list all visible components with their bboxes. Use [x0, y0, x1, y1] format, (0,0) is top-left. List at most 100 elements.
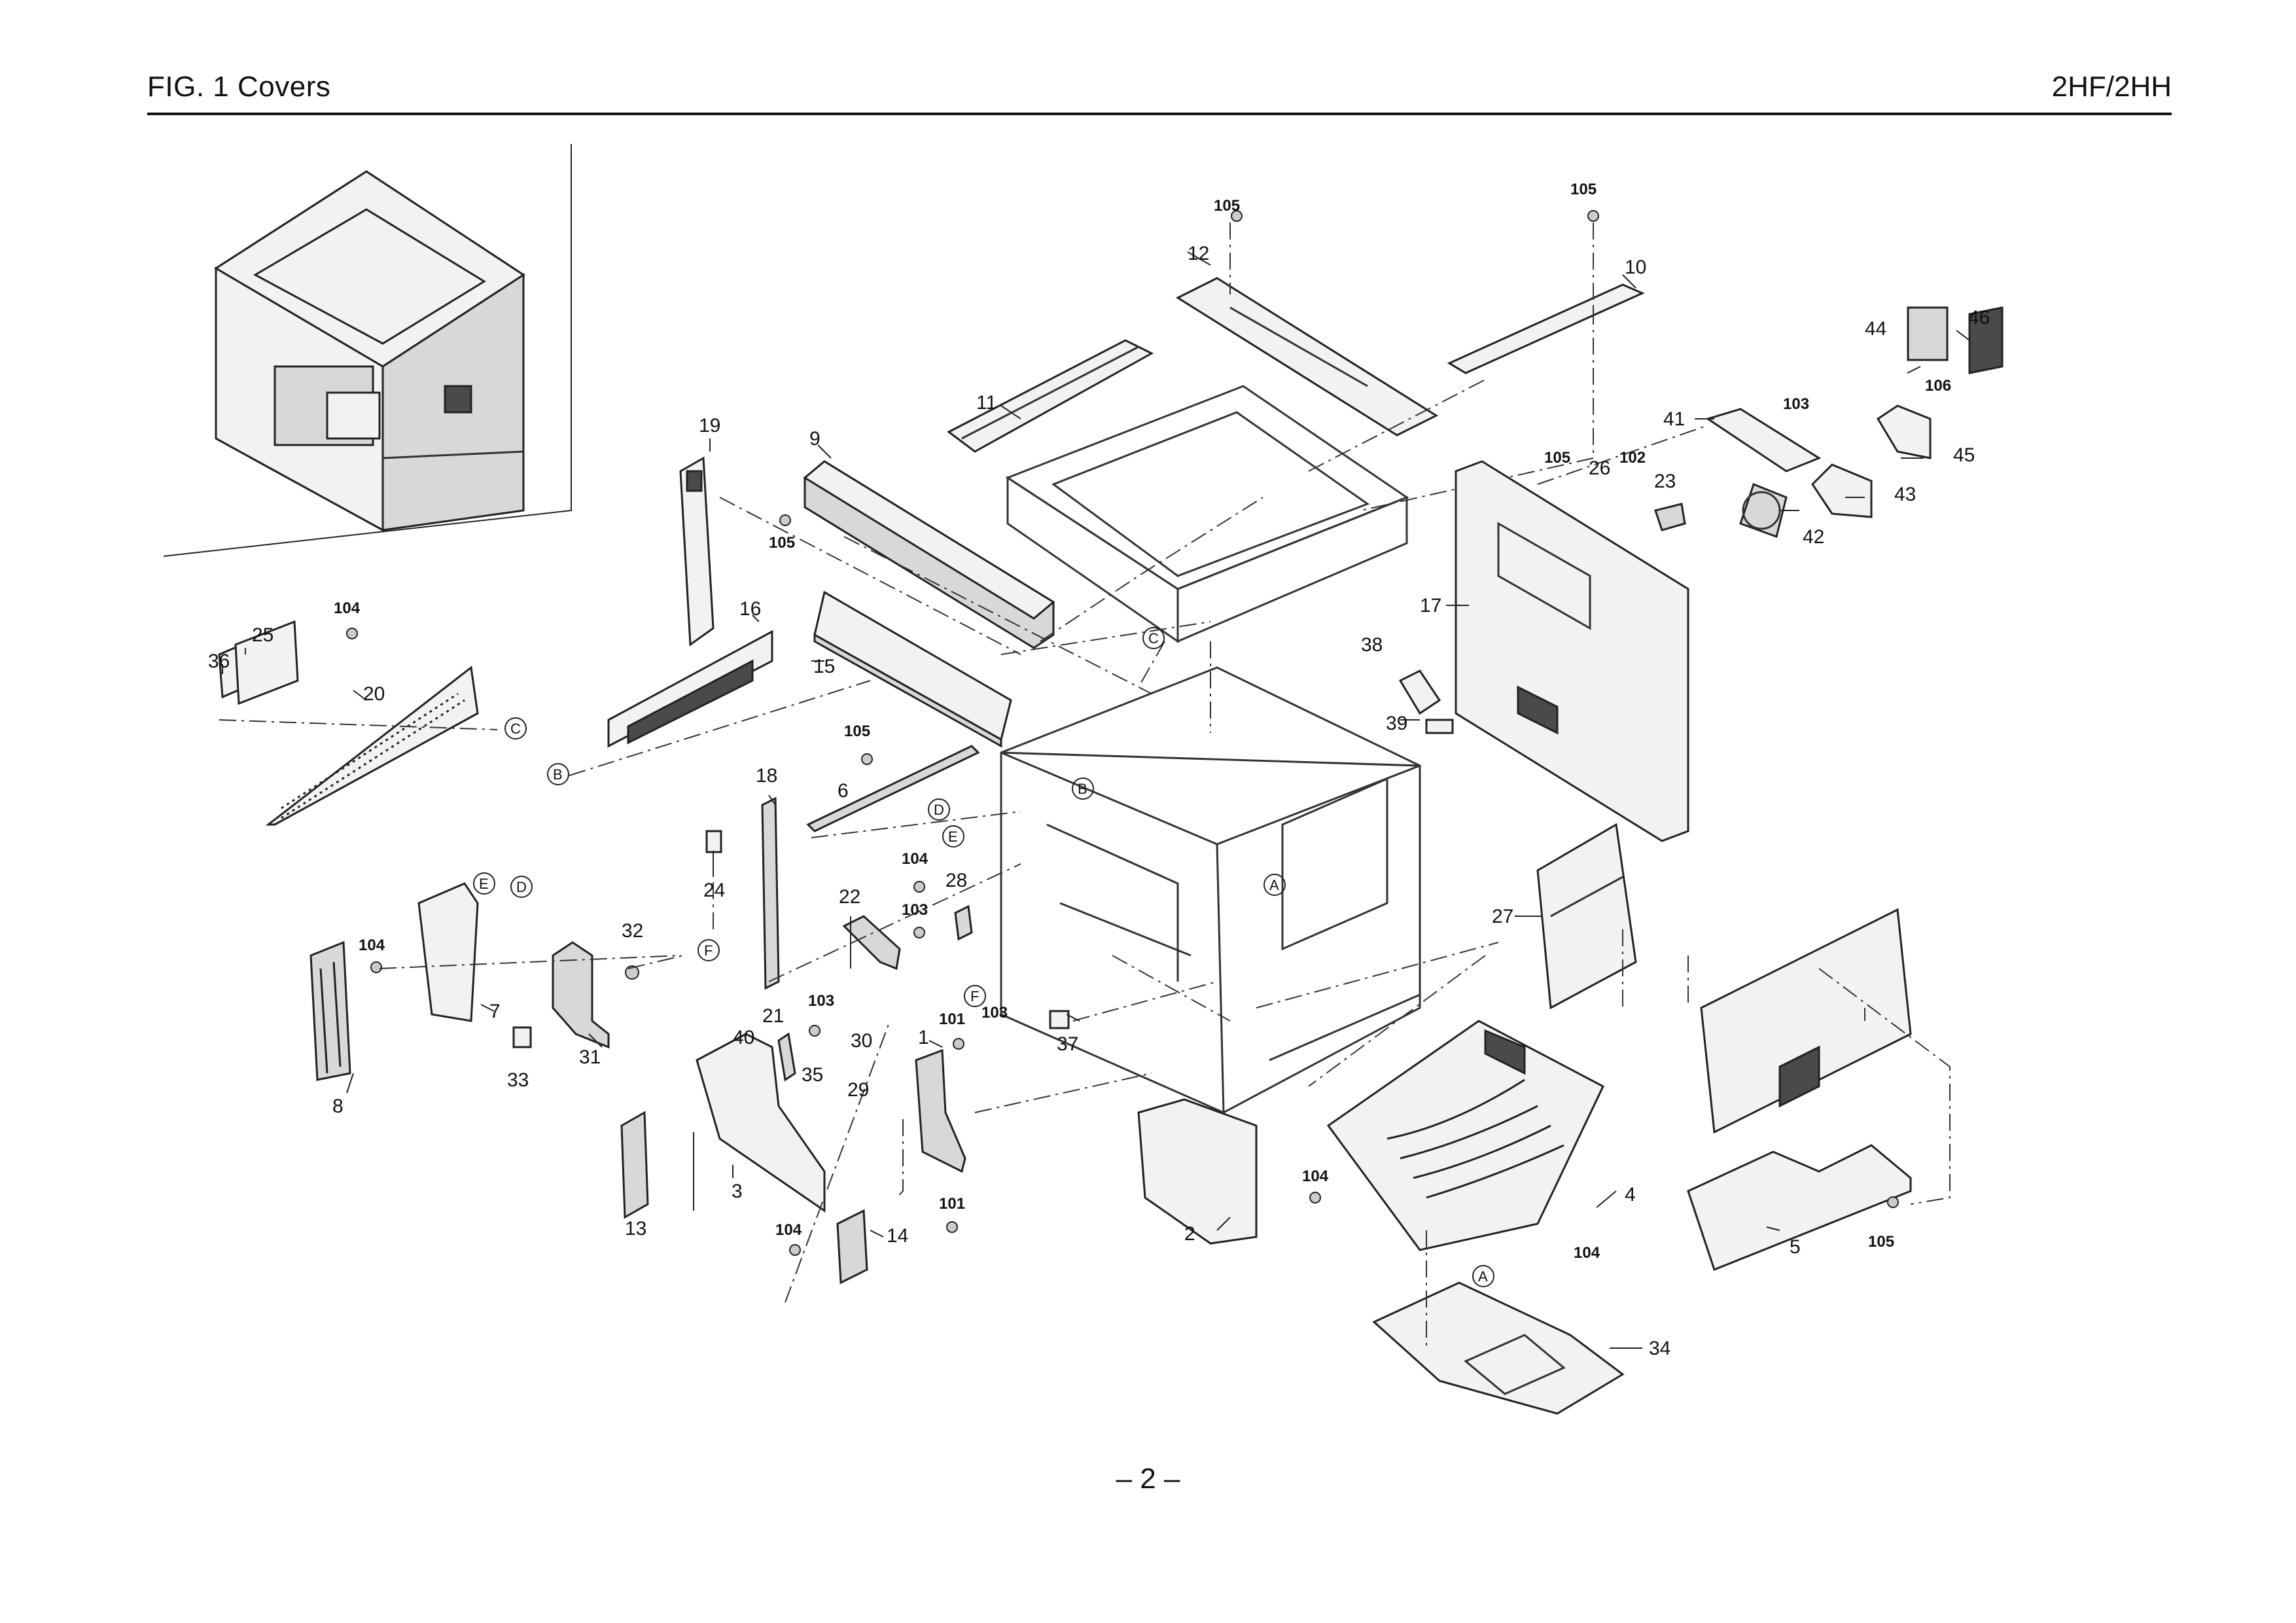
screw-104-icon: [913, 881, 925, 893]
part-19-cover: [679, 456, 715, 647]
part-10-rail: [1360, 210, 1645, 511]
part-label-9: 9: [809, 428, 821, 450]
ref-marker-e: E: [948, 829, 958, 845]
part-label-7: 7: [489, 1001, 501, 1022]
ref-marker-a: A: [1478, 1268, 1488, 1285]
screw-label-104: 104: [775, 1221, 802, 1239]
screw-label-101: 101: [939, 1195, 965, 1213]
screw-label-105: 105: [1570, 181, 1597, 198]
part-label-43: 43: [1894, 484, 1916, 505]
screw-label-103: 103: [1783, 395, 1809, 413]
screw-104-icon: [1309, 1192, 1321, 1204]
ref-marker-d: D: [934, 802, 944, 818]
screw-label-105: 105: [1868, 1233, 1894, 1251]
screw-103-icon: [913, 927, 925, 938]
part-label-5: 5: [1790, 1236, 1801, 1258]
part-label-32: 32: [622, 920, 643, 942]
part-label-6: 6: [838, 780, 849, 802]
part-20-grille: [218, 620, 479, 826]
part-3-cover: [696, 1025, 826, 1213]
screw-label-104: 104: [902, 850, 928, 868]
part-label-46: 46: [1968, 307, 1990, 329]
part-4-tray: [1326, 1020, 1604, 1251]
part-label-27: 27: [1492, 906, 1513, 927]
screw-label-105: 105: [1214, 197, 1240, 215]
part-9-cover: [779, 460, 1055, 649]
part-label-28: 28: [945, 870, 967, 891]
part-label-21: 21: [762, 1005, 784, 1027]
part-label-18: 18: [756, 765, 777, 787]
inset-machine-view: [163, 144, 572, 557]
ref-marker-b: B: [1078, 781, 1087, 797]
screw-label-105: 105: [1544, 449, 1570, 467]
part-17-side-panel: [1455, 460, 1689, 842]
screw-label-104: 104: [359, 936, 385, 954]
part-label-38: 38: [1361, 634, 1383, 656]
part-32-knob: [625, 965, 639, 980]
part-label-35: 35: [802, 1064, 823, 1086]
part-label-14: 14: [887, 1225, 908, 1247]
part-label-17: 17: [1420, 595, 1441, 616]
part-11-cover: [947, 339, 1154, 453]
part-label-33: 33: [507, 1069, 529, 1091]
part-34-cover: [1372, 1281, 1625, 1415]
screw-label-103: 103: [902, 901, 928, 919]
screw-104-icon: [370, 961, 382, 973]
screw-label-105: 105: [769, 534, 795, 552]
part-label-8: 8: [332, 1096, 344, 1117]
ref-marker-f: F: [970, 988, 979, 1005]
screw-label-103: 103: [981, 1004, 1008, 1022]
part-label-4: 4: [1625, 1184, 1636, 1205]
part-label-12: 12: [1188, 243, 1209, 264]
screw-label-105: 105: [844, 722, 870, 740]
model-code: 2HF/2HH: [2051, 71, 2172, 103]
part-12-plate: [1175, 210, 1439, 437]
screw-105-icon: [861, 753, 873, 765]
part-label-20: 20: [363, 683, 385, 705]
part-labels: 1 2 3 4 5 6 7 8 9 10 11 12 13 14 15 16 1…: [208, 243, 1990, 1359]
ref-marker-c: C: [510, 721, 521, 737]
part-label-1: 1: [918, 1027, 929, 1048]
center-brackets: [705, 796, 1070, 1233]
leader-lines: [222, 251, 1970, 1349]
screw-labels: 105 105 105 105 105 105 102 103 106 104 …: [334, 181, 1951, 1262]
part-label-37: 37: [1057, 1033, 1078, 1055]
part-label-45: 45: [1953, 444, 1975, 466]
page-number: – 2 –: [1116, 1463, 1180, 1495]
part-6-bracket: [806, 745, 980, 832]
screw-label-104: 104: [334, 599, 361, 617]
ref-marker-d: D: [516, 879, 527, 895]
ref-marker-c: C: [1148, 630, 1159, 647]
part-label-15: 15: [813, 656, 835, 677]
part-16-grille: [607, 630, 773, 748]
part-label-36: 36: [208, 651, 230, 672]
part-label-16: 16: [739, 598, 761, 620]
part-label-34: 34: [1649, 1338, 1670, 1359]
parts-38-39: [1398, 669, 1454, 734]
part-5-rear-panel: [1687, 908, 1912, 1271]
screw-105-icon: [1587, 210, 1599, 222]
screw-label-106: 106: [1925, 377, 1951, 395]
main-chassis: [1000, 666, 1421, 1114]
screw-105-icon: [779, 514, 791, 526]
part-label-22: 22: [839, 886, 860, 908]
part-15-cover: [813, 590, 1211, 748]
screw-label-102: 102: [1619, 449, 1646, 467]
ref-marker-a: A: [1269, 877, 1279, 893]
screw-103-icon: [809, 1025, 821, 1037]
part-label-30: 30: [851, 1030, 872, 1052]
part-label-13: 13: [625, 1218, 646, 1240]
part-label-26: 26: [1589, 457, 1610, 479]
screw-105-icon: [1887, 1196, 1899, 1208]
connector-lines: [219, 379, 1951, 1348]
screw-label-104: 104: [1574, 1244, 1600, 1262]
screw-label-103: 103: [808, 992, 834, 1010]
screw-101-icon: [953, 1038, 964, 1050]
part-label-25: 25: [252, 624, 274, 646]
screw-label-104: 104: [1302, 1168, 1329, 1185]
part-label-2: 2: [1184, 1223, 1195, 1245]
part-label-29: 29: [847, 1079, 869, 1101]
part-label-11: 11: [976, 392, 997, 414]
part-label-10: 10: [1625, 257, 1646, 278]
part-label-31: 31: [579, 1046, 601, 1068]
